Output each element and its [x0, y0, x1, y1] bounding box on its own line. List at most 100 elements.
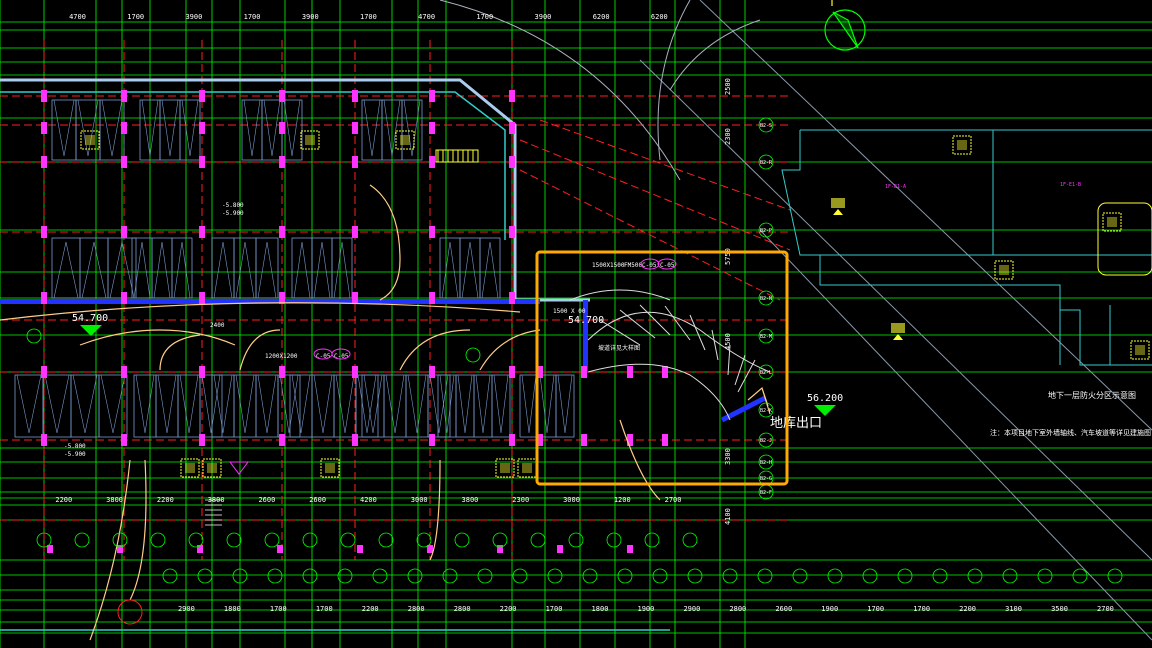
dimension-text: 1700: [244, 13, 261, 21]
column: [429, 156, 435, 168]
door-tag-ellipse: [331, 348, 351, 360]
parking-bay: [255, 237, 279, 299]
axis-tag-circle: [36, 532, 52, 548]
parking-bay: [479, 237, 501, 299]
column: [199, 122, 205, 134]
axis-tag-circle: [162, 568, 178, 584]
extinguisher-mark: [833, 209, 843, 215]
column: [121, 122, 127, 134]
hydrant-box: [80, 130, 100, 150]
door-code: C-05: [660, 262, 675, 269]
parking-bay-mark: [133, 241, 151, 299]
building-inner-wall: [0, 91, 670, 631]
dimension-text: 1700: [867, 605, 884, 613]
parking-bay-mark: [153, 241, 171, 299]
column: [41, 226, 47, 238]
column: [352, 434, 358, 446]
hydrant-icon: [522, 463, 532, 473]
axis-tag-circle: [758, 432, 774, 448]
axis-tag-circle: [1002, 568, 1018, 584]
dimension-text: 4700: [69, 13, 86, 21]
selection-highlight-box[interactable]: [535, 250, 789, 486]
dimension-text: 1200: [614, 496, 631, 504]
parking-bay-mark: [181, 99, 199, 157]
axis-tag-text: B2-G: [760, 476, 772, 482]
column: [279, 434, 285, 446]
parking-bay-mark: [385, 374, 405, 434]
axis-tag-text: B2-M: [760, 334, 772, 340]
dimension-text: 3100: [1005, 605, 1022, 613]
axis-tag-circle: [932, 568, 948, 584]
parking-bay: [491, 374, 511, 438]
parking-bay-mark: [333, 241, 351, 299]
parking-bay-mark: [403, 99, 421, 157]
dimension-text: 3300: [724, 448, 732, 465]
axis-tag-circle: [758, 328, 774, 344]
dimension-text: 4500: [724, 333, 732, 350]
parking-bay-mark: [493, 374, 509, 434]
parking-bay-mark: [475, 374, 491, 434]
axis-tag-text: B2-L: [760, 370, 772, 376]
parking-bay-mark: [157, 374, 177, 434]
parking-bay-mark: [457, 374, 473, 434]
parking-bay-mark: [293, 241, 311, 299]
parking-bay-mark: [213, 374, 233, 434]
column: [497, 545, 503, 553]
column: [352, 122, 358, 134]
column: [121, 366, 127, 378]
door-code: 2400: [210, 322, 225, 329]
axis-tag-circle: [582, 568, 598, 584]
column: [352, 226, 358, 238]
hydrant-icon: [85, 135, 95, 145]
parking-bay-mark: [439, 374, 455, 434]
exit-ramp[interactable]: [569, 289, 771, 421]
column: [279, 226, 285, 238]
hydrant-box: [202, 458, 222, 478]
parking-bay-mark: [77, 99, 99, 157]
dimension-text: 3900: [535, 13, 552, 21]
axis-tag-circle: [150, 532, 166, 548]
dimension-text: 2600: [775, 605, 792, 613]
parking-bay-mark: [101, 99, 123, 157]
door-tag-ellipse: [640, 258, 660, 270]
parking-bay-mark: [44, 374, 70, 434]
hydrant-box: [994, 260, 1014, 280]
dimension-text: 1700: [476, 13, 493, 21]
axis-tag-circle: [372, 568, 388, 584]
column: [352, 90, 358, 102]
dimension-text: 1700: [360, 13, 377, 21]
column: [279, 122, 285, 134]
parking-bay-mark: [257, 241, 277, 299]
elevation-right: 56.200: [807, 393, 843, 404]
axis-tag-circle: [188, 532, 204, 548]
column: [41, 366, 47, 378]
structural-columns: [41, 90, 668, 553]
hydrant-icon: [185, 463, 195, 473]
column: [121, 434, 127, 446]
axis-tag-circle: [758, 222, 774, 238]
axis-tag-circle: [757, 568, 773, 584]
parking-bay-mark: [235, 374, 255, 434]
axis-tag-circle: [827, 568, 843, 584]
column: [627, 366, 633, 378]
parking-bay-mark: [161, 99, 179, 157]
column: [199, 434, 205, 446]
parking-bay-mark: [313, 241, 331, 299]
parking-bay: [277, 374, 301, 438]
dimension-text: 1800: [224, 605, 241, 613]
column: [429, 122, 435, 134]
parking-bay-mark: [257, 374, 277, 434]
parking-bay-mark: [53, 241, 79, 299]
column: [537, 366, 543, 378]
axis-tag-circle: [465, 347, 481, 363]
column: [352, 366, 358, 378]
column: [279, 90, 285, 102]
axis-tag-circle: [416, 532, 432, 548]
axis-tag-circle: [568, 532, 584, 548]
dimension-text: 1700: [546, 605, 563, 613]
hydrant-icon: [1107, 217, 1117, 227]
